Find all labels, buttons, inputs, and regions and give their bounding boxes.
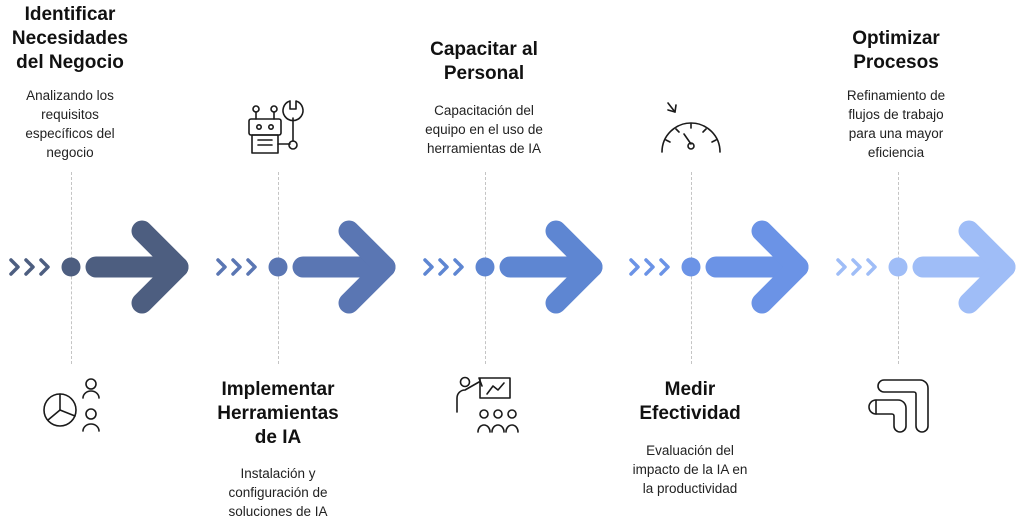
step-4-desc-line: impacto de la IA en [632, 462, 748, 477]
step-1-marker [61, 257, 81, 277]
step-1-desc-line: Analizando los [26, 88, 114, 103]
step-1-title-line: Necesidades [11, 28, 129, 49]
step-3-connector [423, 258, 464, 276]
step-4-description: Evaluación del impacto de la IA en la pr… [610, 441, 770, 498]
process-path-icon [868, 379, 929, 433]
chevron-right-icon [866, 258, 877, 276]
step-2-title: Implementar Herramientas de IA [198, 378, 358, 450]
chevron-right-icon [659, 258, 670, 276]
step-4-desc-line: Evaluación del [646, 443, 734, 458]
chevron-right-icon [644, 258, 655, 276]
chevron-right-icon [246, 258, 257, 276]
chevron-right-icon [9, 258, 20, 276]
step-5-arrow [912, 220, 1016, 314]
step-2-desc-line: configuración de [228, 485, 328, 500]
pie-chart-people-icon [43, 378, 100, 432]
step-3-title: Capacitar al Personal [402, 38, 566, 86]
step-5-title: Optimizar Procesos [826, 27, 966, 75]
step-1-title: Identificar Necesidades del Negocio [0, 3, 140, 75]
step-1-connector [9, 258, 50, 276]
step-2-desc-line: Instalación y [240, 466, 316, 481]
step-4-connector [629, 258, 670, 276]
chevron-right-icon [438, 258, 449, 276]
step-1-desc-line: requisitos [41, 107, 99, 122]
step-3-title-line: Capacitar al [430, 39, 538, 60]
step-3-desc-line: herramientas de IA [426, 141, 542, 156]
step-4-desc-line: la productividad [642, 481, 738, 496]
step-4-title-line: Medir [664, 379, 716, 400]
robot-wrench-icon [248, 100, 304, 154]
step-4-title-line: Efectividad [639, 403, 741, 424]
step-5-desc-line: para una mayor [848, 126, 944, 141]
step-5-description: Refinamiento de flujos de trabajo para u… [818, 86, 974, 162]
step-1-desc-line: específicos del [25, 126, 115, 141]
step-4-arrow [705, 220, 809, 314]
chevron-right-icon [423, 258, 434, 276]
step-5-desc-line: flujos de trabajo [848, 107, 944, 122]
chevron-right-icon [836, 258, 847, 276]
step-2-desc-line: soluciones de IA [228, 504, 328, 519]
step-5-title-line: Optimizar [852, 28, 940, 49]
step-2-title-line: Herramientas [217, 403, 339, 424]
chevron-right-icon [453, 258, 464, 276]
chevron-right-icon [216, 258, 227, 276]
step-3-desc-line: Capacitación del [434, 103, 534, 118]
step-1-title-line: Identificar [24, 4, 116, 25]
step-5-desc-line: Refinamiento de [846, 88, 946, 103]
step-2-title-line: Implementar [221, 379, 335, 400]
step-2-arrow [292, 220, 396, 314]
step-2-marker [268, 257, 288, 277]
step-5-title-line: Procesos [853, 52, 939, 73]
chevron-right-icon [629, 258, 640, 276]
gauge-icon [661, 102, 721, 153]
chevron-right-icon [231, 258, 242, 276]
step-2-connector [216, 258, 257, 276]
step-3-marker [475, 257, 495, 277]
step-3-desc-line: equipo en el uso de [425, 122, 543, 137]
step-1-desc-line: negocio [46, 145, 94, 160]
step-5-marker [888, 257, 908, 277]
step-1-arrow [85, 220, 189, 314]
step-3-arrow [499, 220, 603, 314]
chevron-right-icon [39, 258, 50, 276]
chevron-right-icon [24, 258, 35, 276]
step-4-title: Medir Efectividad [610, 378, 770, 426]
step-3-title-line: Personal [443, 63, 525, 84]
presentation-audience-icon [456, 376, 519, 433]
chevron-right-icon [851, 258, 862, 276]
step-5-connector [836, 258, 877, 276]
step-4-marker [681, 257, 701, 277]
step-2-title-line: de IA [254, 427, 302, 448]
step-1-title-line: del Negocio [16, 52, 124, 73]
step-3-description: Capacitación del equipo en el uso de her… [402, 101, 566, 158]
step-2-description: Instalación y configuración de solucione… [198, 464, 358, 521]
step-5-desc-line: eficiencia [867, 145, 925, 160]
step-1-description: Analizando los requisitos específicos de… [0, 86, 140, 162]
